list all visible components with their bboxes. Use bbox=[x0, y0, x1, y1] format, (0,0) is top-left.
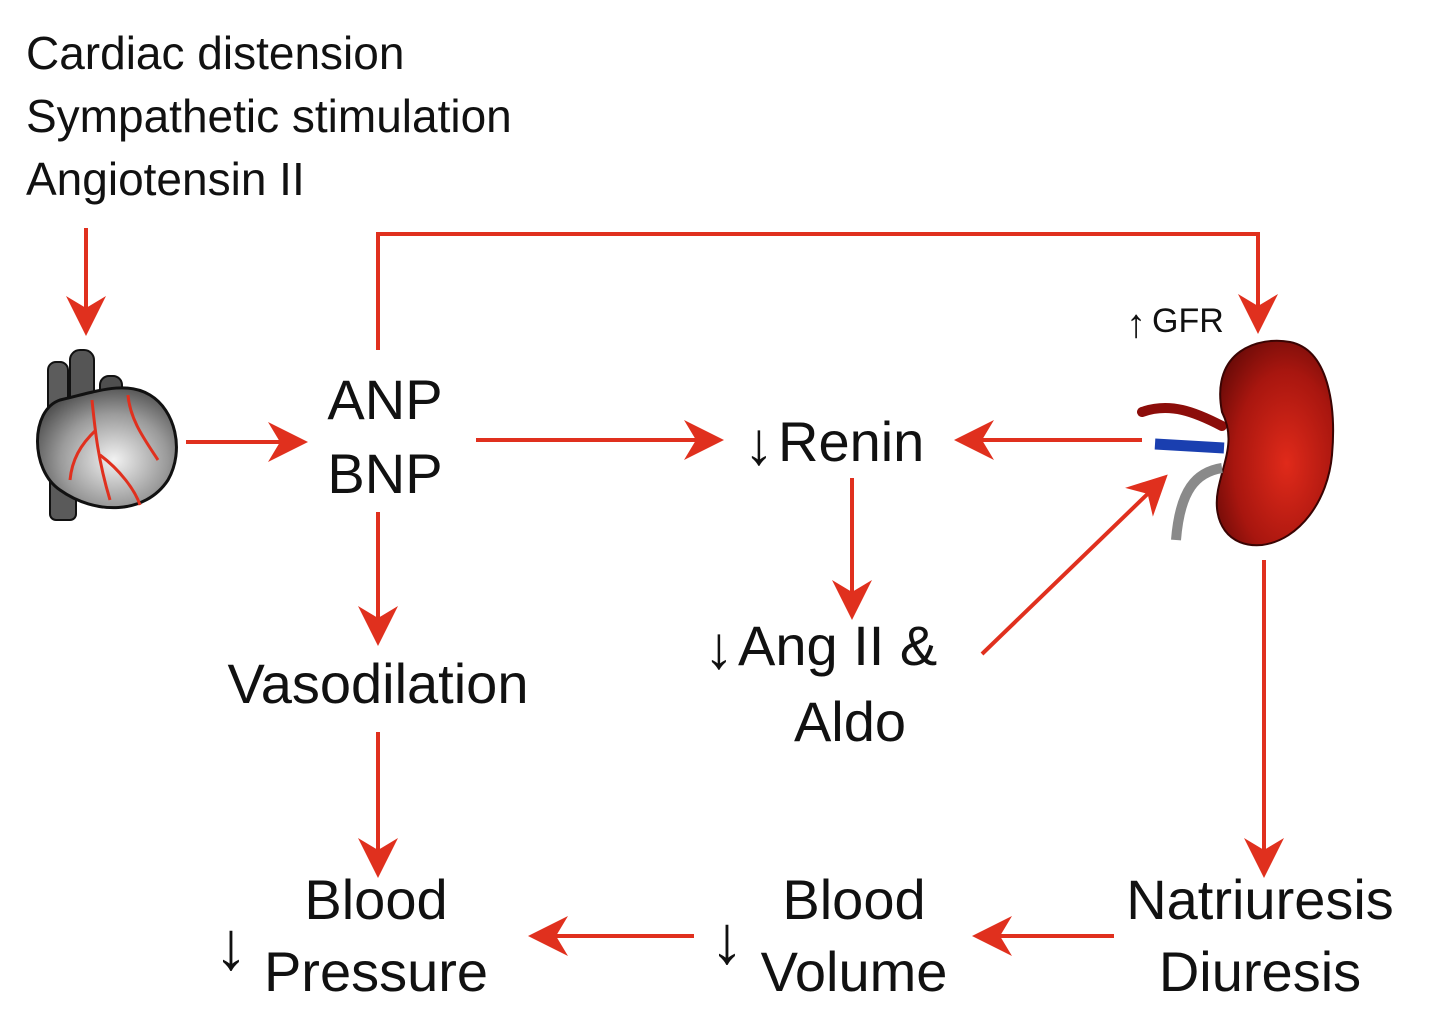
gfr-label: GFR bbox=[1152, 302, 1224, 340]
natriuresis-label: Natriuresis bbox=[1126, 868, 1394, 931]
peptide-bnp: BNP bbox=[327, 442, 443, 505]
trigger-cardiac-distension: Cardiac distension bbox=[26, 27, 405, 79]
peptide-anp: ANP bbox=[327, 368, 443, 431]
renin-label: Renin bbox=[778, 410, 925, 473]
aldo-label: Aldo bbox=[793, 690, 907, 753]
arrow-ang-to-kidney bbox=[980, 474, 1168, 656]
down-arrow-icon: ↓ bbox=[710, 902, 744, 978]
blood-pressure-line2: Pressure bbox=[263, 940, 489, 1003]
blood-pressure-line1: Blood bbox=[304, 868, 448, 931]
blood-volume-line2: Volume bbox=[760, 940, 948, 1003]
arrow-peptides-to-kidney bbox=[376, 232, 1278, 350]
down-arrow-icon: ↓ bbox=[744, 410, 774, 477]
trigger-sympathetic-stimulation: Sympathetic stimulation bbox=[26, 90, 512, 142]
vasodilation-label: Vasodilation bbox=[227, 652, 529, 715]
diuresis-label: Diuresis bbox=[1158, 940, 1362, 1003]
up-arrow-icon: ↑ bbox=[1126, 302, 1146, 346]
down-arrow-icon: ↓ bbox=[214, 908, 248, 984]
kidney-icon bbox=[1137, 339, 1335, 547]
blood-volume-line1: Blood bbox=[782, 868, 926, 931]
ang-ii-label: Ang II & bbox=[738, 614, 938, 677]
trigger-angiotensin-ii: Angiotensin II bbox=[26, 153, 305, 205]
heart-icon bbox=[36, 349, 178, 521]
down-arrow-icon: ↓ bbox=[704, 614, 734, 681]
